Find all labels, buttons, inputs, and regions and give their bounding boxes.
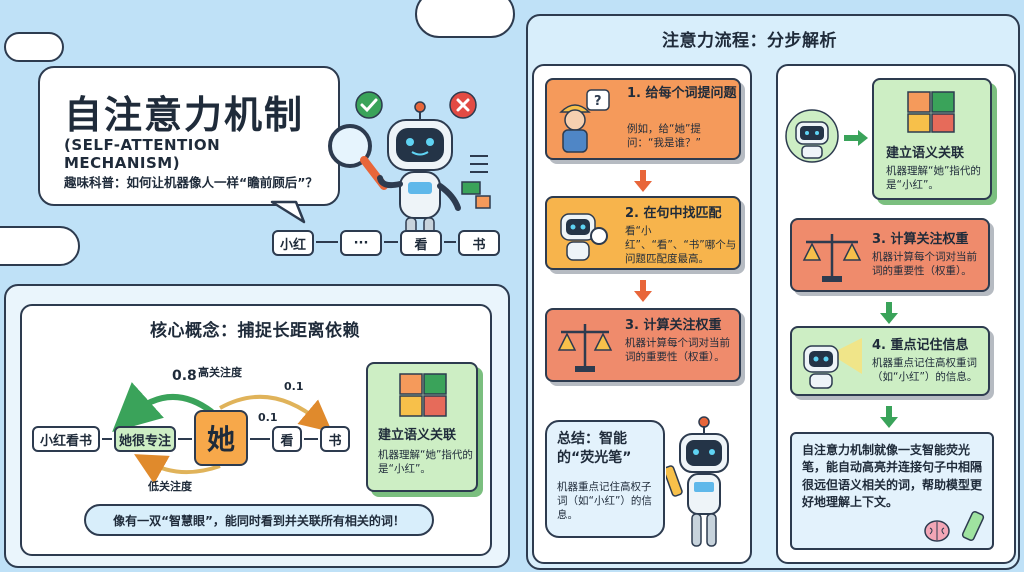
worker-icon: ? <box>559 89 610 153</box>
svg-text:?: ? <box>594 94 602 109</box>
connector-line <box>384 241 398 243</box>
core-token-kan: 看 <box>272 426 302 452</box>
magnifier-icon <box>328 124 388 190</box>
core-token-ta: 她 <box>194 410 248 466</box>
right-card-weight: 3. 计算关注权重 机器计算每个词对当前词的重要性（权重）。 <box>790 218 990 292</box>
highlighter-icon <box>961 511 985 541</box>
weight-w1: 0.1 <box>284 380 304 393</box>
final-summary-text: 自注意力机制就像一支智能荧光笔，能自动高亮并连接句子中相隔很远但语义相关的词，帮… <box>802 443 983 510</box>
token-xiaohong: 小红 <box>272 230 314 256</box>
robot-icon <box>560 213 608 261</box>
cloud-decoration <box>4 32 64 62</box>
summary-text: 机器重点记住高权子词（如“小红”）的信息。 <box>557 481 652 522</box>
weight-w2: 0.1 <box>258 411 278 424</box>
weight-high-label: 高关注度 <box>198 366 242 379</box>
step-3-text: 机器计算每个词对当前词的重要性（权重）。 <box>625 337 730 364</box>
right-card-remember-title: 4. 重点记住信息 <box>872 338 969 353</box>
scale-icon <box>557 324 613 372</box>
weight-high-value: 0.8 <box>172 368 197 384</box>
cross-icon <box>449 91 477 119</box>
arrow-right <box>844 130 868 146</box>
token-ellipsis: ··· <box>340 230 382 256</box>
core-token-shu: 书 <box>320 426 350 452</box>
step-2-title: 2. 在句中找匹配 <box>625 206 722 221</box>
step-1-card: ? 1. 给每个词提问题 例如，给“她”提问：“我是谁？” <box>545 78 741 160</box>
core-result-text: 机器理解“她”指代的是“小红”。 <box>378 449 473 476</box>
arrow-down <box>880 302 898 324</box>
weight-low-label: 低关注度 <box>148 480 192 493</box>
summary-bubble: 总结：智能的“荧光笔” 机器重点记住高权子词（如“小红”）的信息。 <box>545 420 665 538</box>
cloud-decoration <box>0 226 80 266</box>
right-card-relation-title: 建立语义关联 <box>886 146 965 161</box>
final-summary-box: 自注意力机制就像一支智能荧光笔，能自动高亮并连接句子中相隔很远但语义相关的词，帮… <box>790 432 994 550</box>
core-heading: 核心概念：捕捉长距离依赖 <box>150 321 360 341</box>
robot-icon <box>328 101 491 241</box>
connector-line <box>444 241 456 243</box>
step-1-text: 例如，给“她”提问：“我是谁？” <box>627 123 701 150</box>
step-2-text: 看“小红”、“看”、“书”哪个与问题匹配度最高。 <box>625 225 737 266</box>
right-card-remember: 4. 重点记住信息 机器重点记住高权重词（如“小红”）的信息。 <box>790 326 990 396</box>
connector-line <box>304 438 318 440</box>
connector-line <box>316 241 338 243</box>
arrow-down <box>634 280 652 302</box>
robot-icon <box>666 416 729 547</box>
step-2-card: 2. 在句中找匹配 看“小红”、“看”、“书”哪个与问题匹配度最高。 <box>545 196 741 270</box>
step-3-title: 3. 计算关注权重 <box>625 318 722 333</box>
core-token-sentence2: 她很专注 <box>114 426 176 452</box>
title-bubble: 自注意力机制 (SELF-ATTENTION MECHANISM) 趣味科普：如… <box>38 66 340 206</box>
page-title: 自注意力机制 <box>64 93 305 137</box>
token-kan: 看 <box>400 230 442 256</box>
highlighter-icon <box>666 465 683 497</box>
arrow-down <box>634 170 652 192</box>
core-token-sentence1: 小红看书 <box>32 426 100 452</box>
connector-line <box>102 438 112 440</box>
puzzle-icon <box>907 91 955 133</box>
summary-title: 总结：智能的“荧光笔” <box>557 431 632 466</box>
puzzle-icon <box>399 373 447 417</box>
page-title-english: (SELF-ATTENTION MECHANISM) <box>64 136 221 172</box>
token-shu: 书 <box>458 230 500 256</box>
connector-line <box>178 438 192 440</box>
process-heading: 注意力流程：分步解析 <box>662 31 837 51</box>
core-footer-text: 像有一双“智慧眼”，能同时看到并关联所有相关的词！ <box>113 513 405 528</box>
step-3-card: 3. 计算关注权重 机器计算每个词对当前词的重要性（权重）。 <box>545 308 741 382</box>
arrow-down <box>880 406 898 428</box>
bubble-tail <box>270 200 306 224</box>
right-card-relation-text: 机器理解“她”指代的是“小红”。 <box>886 165 981 192</box>
right-card-weight-title: 3. 计算关注权重 <box>872 232 969 247</box>
core-footer: 像有一双“智慧眼”，能同时看到并关联所有相关的词！ <box>84 504 434 536</box>
robot-icon <box>785 109 839 163</box>
attention-arcs <box>112 382 333 484</box>
robot-icon <box>803 338 862 389</box>
brain-icon <box>924 520 950 542</box>
check-icon <box>355 91 383 119</box>
right-card-weight-text: 机器计算每个词对当前词的重要性（权重）。 <box>872 251 977 278</box>
scale-icon <box>802 234 862 282</box>
page-subtitle: 趣味科普：如何让机器像人一样“瞻前顾后”？ <box>64 175 318 190</box>
right-card-remember-text: 机器重点记住高权重词（如“小红”）的信息。 <box>872 357 978 384</box>
step-1-title: 1. 给每个词提问题 <box>627 86 737 101</box>
cloud-decoration <box>415 0 515 38</box>
core-result-title: 建立语义关联 <box>378 428 457 443</box>
right-card-relation: 建立语义关联 机器理解“她”指代的是“小红”。 <box>872 78 992 200</box>
core-result-card: 建立语义关联 机器理解“她”指代的是“小红”。 <box>366 362 478 492</box>
connector-line <box>250 438 270 440</box>
